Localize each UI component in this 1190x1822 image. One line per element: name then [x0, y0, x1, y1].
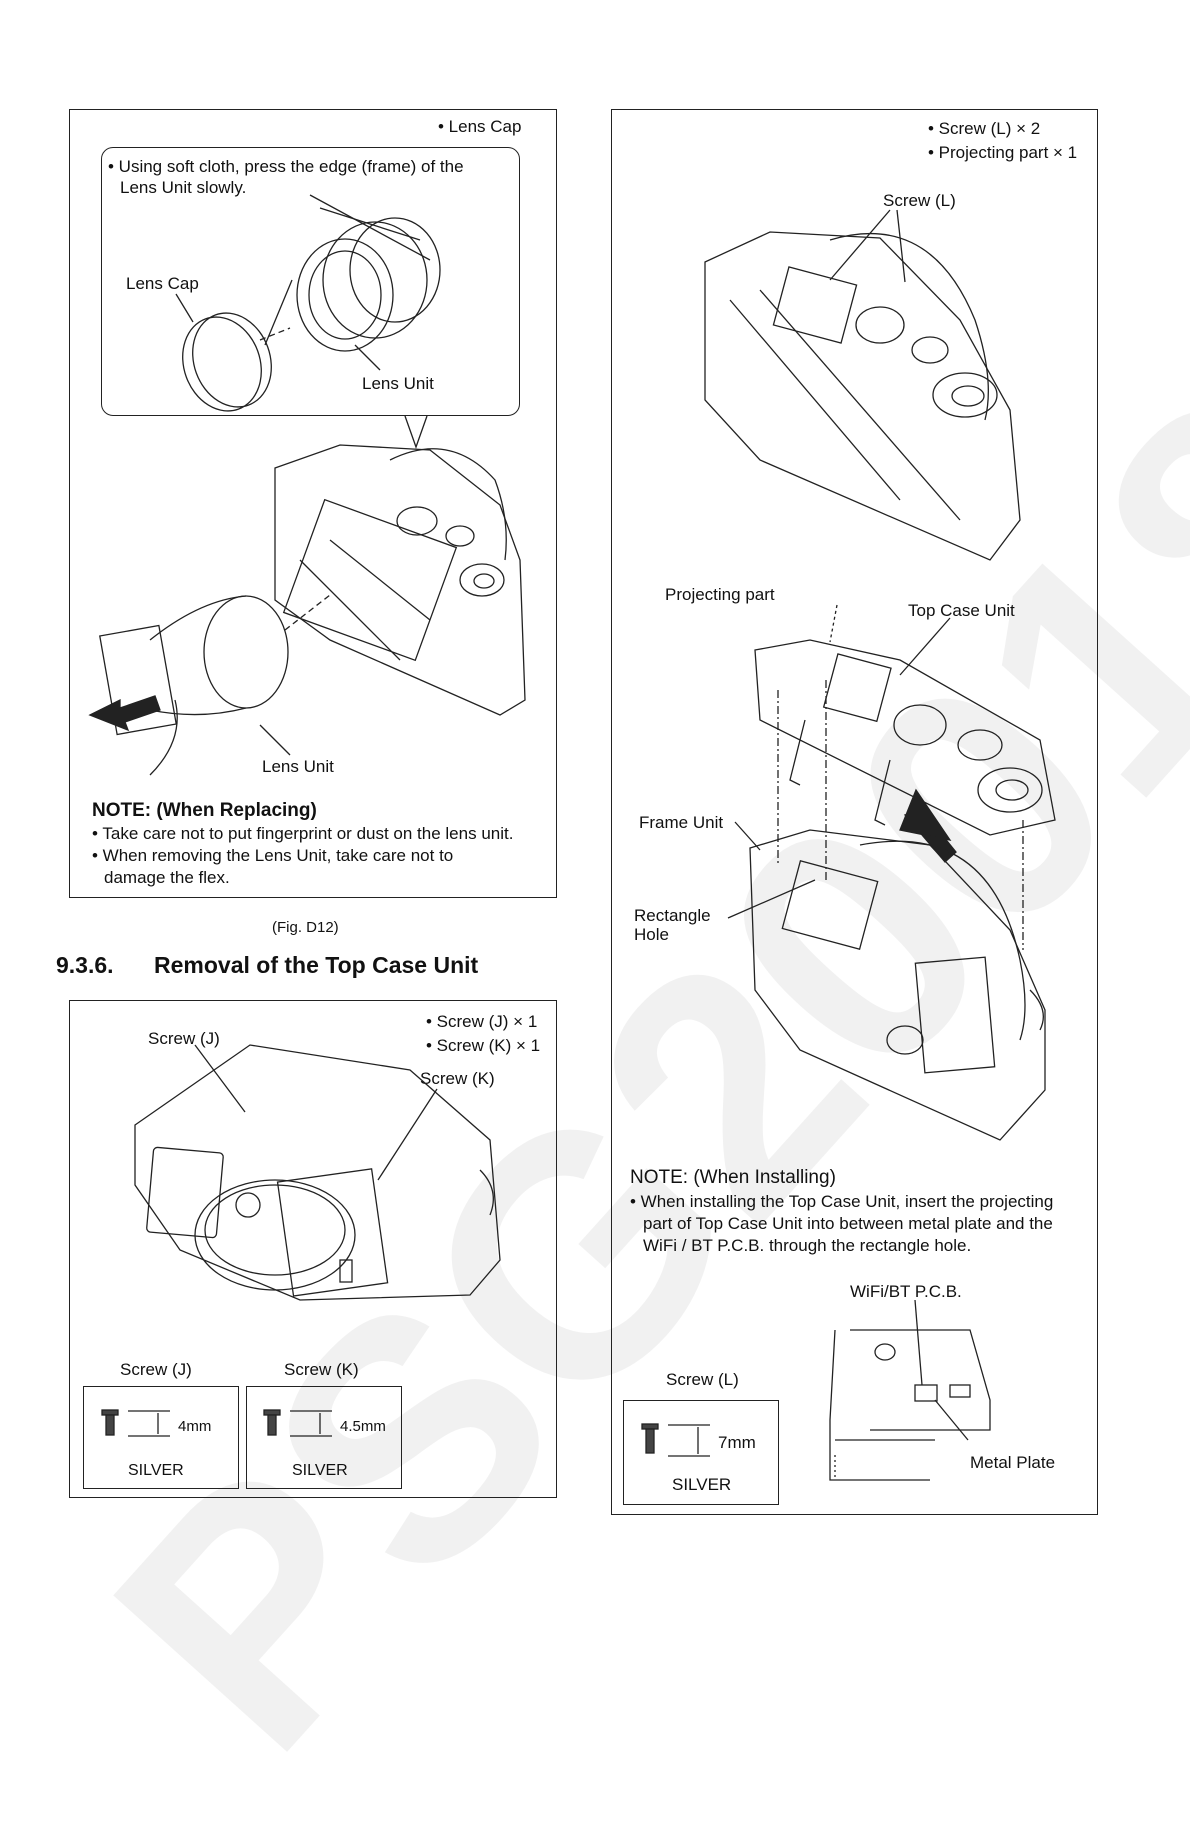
- bullet-screw-j: • Screw (J) × 1: [426, 1012, 538, 1031]
- label-screw-l: Screw (L): [883, 191, 956, 210]
- callout-box: [101, 147, 520, 416]
- note-install-line-3: WiFi / BT P.C.B. through the rectangle h…: [643, 1236, 972, 1255]
- figure-caption: (Fig. D12): [272, 919, 339, 936]
- callout-line-1: • Using soft cloth, press the edge (fram…: [108, 157, 464, 176]
- label-rectangle: Rectangle: [634, 906, 711, 925]
- figure-top-case: [611, 109, 1098, 1515]
- spec-title-j: Screw (J): [120, 1360, 192, 1379]
- spec-box-l: [623, 1400, 779, 1505]
- note-install-line-2: part of Top Case Unit into between metal…: [643, 1214, 1053, 1233]
- label-screw-k: Screw (K): [420, 1069, 495, 1088]
- callout-line-2: Lens Unit slowly.: [120, 178, 247, 197]
- spec-finish-l: SILVER: [672, 1475, 732, 1494]
- figure-screws-jk: [69, 1000, 557, 1498]
- spec-finish-j: SILVER: [128, 1462, 184, 1479]
- spec-title-k: Screw (K): [284, 1360, 359, 1379]
- spec-title-l: Screw (L): [666, 1370, 739, 1389]
- note-title-installing: NOTE: (When Installing): [630, 1167, 836, 1188]
- label-hole: Hole: [634, 925, 669, 944]
- bullet-screw-l: • Screw (L) × 2: [928, 119, 1041, 138]
- bullet-projecting-part: • Projecting part × 1: [928, 143, 1078, 162]
- note-line-1: • Take care not to put fingerprint or du…: [92, 824, 514, 843]
- figure-lens-removal: [69, 109, 557, 898]
- label-lens-unit-bottom: Lens Unit: [262, 757, 334, 776]
- label-screw-j: Screw (J): [148, 1029, 220, 1048]
- note-install-line-1: • When installing the Top Case Unit, ins…: [630, 1192, 1054, 1211]
- label-wifi-pcb: WiFi/BT P.C.B.: [850, 1282, 962, 1301]
- spec-size-k: 4.5mm: [340, 1418, 386, 1435]
- bullet-screw-k: • Screw (K) × 1: [426, 1036, 541, 1055]
- section-title: Removal of the Top Case Unit: [154, 952, 479, 978]
- label-top-case-unit: Top Case Unit: [908, 601, 1015, 620]
- label-projecting-part: Projecting part: [665, 585, 775, 604]
- note-line-2: • When removing the Lens Unit, take care…: [92, 846, 454, 865]
- label-metal-plate: Metal Plate: [970, 1453, 1056, 1472]
- section-number: 9.3.6.: [56, 952, 114, 978]
- spec-size-l: 7mm: [718, 1433, 756, 1452]
- label-lens-cap: Lens Cap: [126, 274, 199, 293]
- spec-size-j: 4mm: [178, 1418, 212, 1435]
- label-frame-unit: Frame Unit: [639, 813, 724, 832]
- spec-box-k: [246, 1386, 402, 1489]
- spec-box-j: [83, 1386, 239, 1489]
- label-lens-unit-top: Lens Unit: [362, 374, 434, 393]
- bullet-lens-cap: • Lens Cap: [438, 117, 522, 136]
- note-title-replacing: NOTE: (When Replacing): [92, 800, 317, 821]
- spec-finish-k: SILVER: [292, 1462, 348, 1479]
- note-line-3: damage the flex.: [104, 868, 230, 887]
